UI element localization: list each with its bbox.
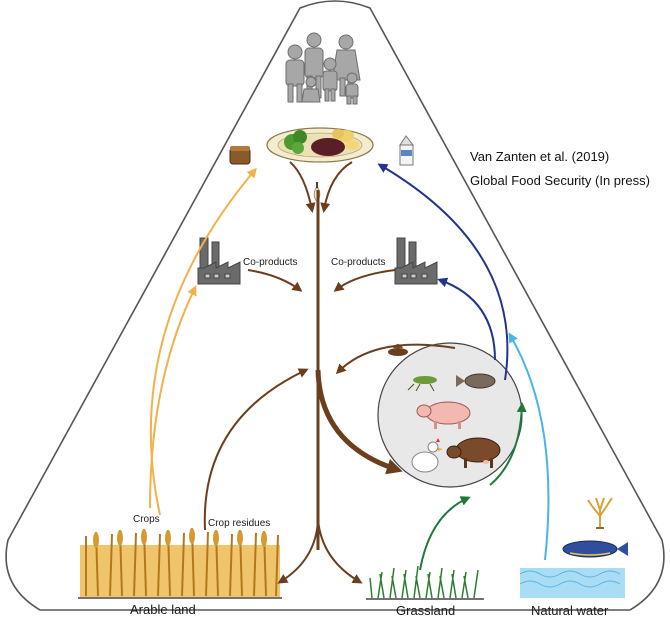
grass-icon bbox=[366, 565, 484, 600]
livestock-circle bbox=[377, 342, 523, 488]
triangle-outline bbox=[5, 0, 665, 611]
grass-flow-lines bbox=[419, 402, 527, 571]
citation-journal: Global Food Security (In press) bbox=[470, 173, 650, 188]
milk-carton-icon bbox=[399, 135, 415, 166]
label-co-products-left: Co-products bbox=[243, 257, 298, 268]
label-crop-residues: Crop residues bbox=[208, 518, 271, 529]
family-icon bbox=[285, 32, 361, 105]
livestock-flow-lines bbox=[203, 161, 456, 584]
label-crops: Crops bbox=[133, 514, 160, 525]
label-arable-land: Arable land bbox=[130, 602, 196, 617]
aquatic-flow-lines bbox=[377, 163, 509, 381]
tilapia-icon bbox=[456, 373, 496, 389]
factory-right-icon bbox=[394, 237, 438, 285]
seaweed-icon bbox=[587, 497, 613, 529]
label-natural-water: Natural water bbox=[531, 603, 609, 618]
chicken-icon bbox=[411, 438, 443, 473]
citation-authors: Van Zanten et al. (2019) bbox=[470, 149, 610, 164]
cow-icon bbox=[446, 437, 501, 468]
wheat-field-icon bbox=[78, 527, 282, 599]
tuna-icon bbox=[562, 540, 628, 558]
label-co-products-right: Co-products bbox=[331, 257, 386, 268]
water-flow-line bbox=[508, 332, 550, 561]
crops-flow-lines bbox=[149, 167, 257, 516]
food-plate-icon bbox=[266, 127, 374, 163]
insect-icon bbox=[407, 376, 437, 392]
label-grassland: Grassland bbox=[396, 603, 456, 618]
factory-left-icon bbox=[197, 237, 241, 285]
pig-icon bbox=[416, 401, 471, 429]
bread-icon bbox=[229, 146, 251, 165]
water-icon bbox=[519, 568, 625, 598]
